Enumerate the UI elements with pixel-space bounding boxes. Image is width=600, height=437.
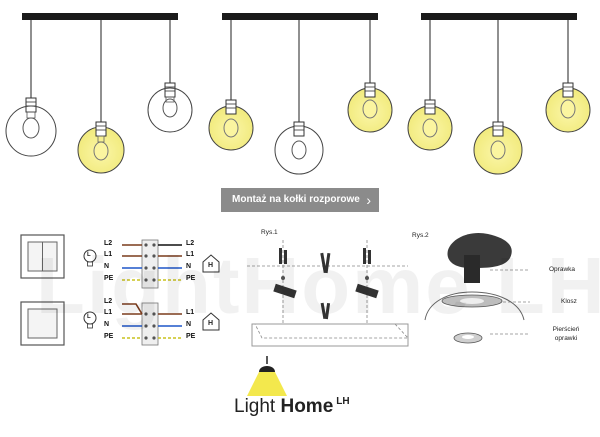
wire-label: N xyxy=(186,321,192,328)
wire-label: PE xyxy=(186,275,196,282)
part-label-socket: Oprawka xyxy=(549,266,576,273)
glass-globe-lamp-lit xyxy=(545,82,591,133)
glass-globe-lamp xyxy=(147,82,193,133)
pendant-lamp-group-3 xyxy=(407,13,591,175)
glass-globe-lamp-lit xyxy=(77,121,125,174)
wire-label: L1 xyxy=(186,251,195,258)
brand-light: Light xyxy=(234,396,276,417)
wire-label: N xyxy=(186,263,192,270)
bulb-symbol-label: L xyxy=(87,314,91,320)
brand-home: Home xyxy=(280,396,334,417)
wire-label: PE xyxy=(186,333,196,340)
wire-label: N xyxy=(104,321,110,328)
wire-label: L1 xyxy=(186,309,195,316)
double-switch-icon xyxy=(20,234,65,279)
mounting-method-button[interactable]: Montaż na kołki rozporowe › xyxy=(221,188,379,212)
bulb-symbol-label: L xyxy=(87,252,91,258)
wire-label: PE xyxy=(104,333,114,340)
brand-lh: LH xyxy=(336,396,350,407)
ceiling-bar xyxy=(222,13,378,20)
terminal-block xyxy=(141,239,159,289)
wire-label: L2 xyxy=(186,240,195,247)
house-symbol-label: H xyxy=(208,262,214,269)
part-label-shade: Klosz xyxy=(561,298,577,305)
figure-2-title: Rys.2 xyxy=(412,232,429,239)
bulb-icon xyxy=(83,311,97,329)
wire-label: L1 xyxy=(104,251,113,258)
wire-label: L2 xyxy=(104,298,113,305)
house-icon xyxy=(202,312,220,331)
wire-label: L1 xyxy=(104,309,113,316)
glass-globe-lamp-lit xyxy=(407,99,453,151)
mounting-figure xyxy=(247,240,409,347)
brand-watermark: LightHome LH xyxy=(36,241,600,330)
wiring-diagram-row-2 xyxy=(83,302,220,346)
mounting-button-label: Montaż na kołki rozporowe xyxy=(232,194,360,205)
shade-assembly-figure xyxy=(424,232,530,344)
ceiling-bar xyxy=(22,13,178,20)
figure-1-title: Rys.1 xyxy=(261,229,278,236)
wire-label: N xyxy=(104,263,110,270)
hanging-lamp-logo-icon xyxy=(247,356,287,396)
part-label-socket-ring: Pierścień oprawki xyxy=(552,326,580,342)
single-switch-icon xyxy=(20,301,65,346)
glass-globe-lamp xyxy=(274,121,324,175)
pendant-lamp-group-2 xyxy=(208,13,393,175)
pendant-lamp-group-1 xyxy=(5,13,193,174)
chevron-right-icon: › xyxy=(366,192,371,208)
house-icon xyxy=(202,254,220,273)
ceiling-bar xyxy=(421,13,577,20)
house-symbol-label: H xyxy=(208,320,214,327)
wire-label: L2 xyxy=(104,240,113,247)
glass-globe-lamp-lit xyxy=(347,82,393,133)
glass-globe-lamp-lit xyxy=(208,99,254,151)
bulb-icon xyxy=(83,249,97,267)
glass-globe-lamp-lit xyxy=(473,121,523,175)
wire-label: PE xyxy=(104,275,114,282)
glass-globe-lamp xyxy=(5,97,57,157)
wiring-diagram-row-1 xyxy=(83,239,220,289)
